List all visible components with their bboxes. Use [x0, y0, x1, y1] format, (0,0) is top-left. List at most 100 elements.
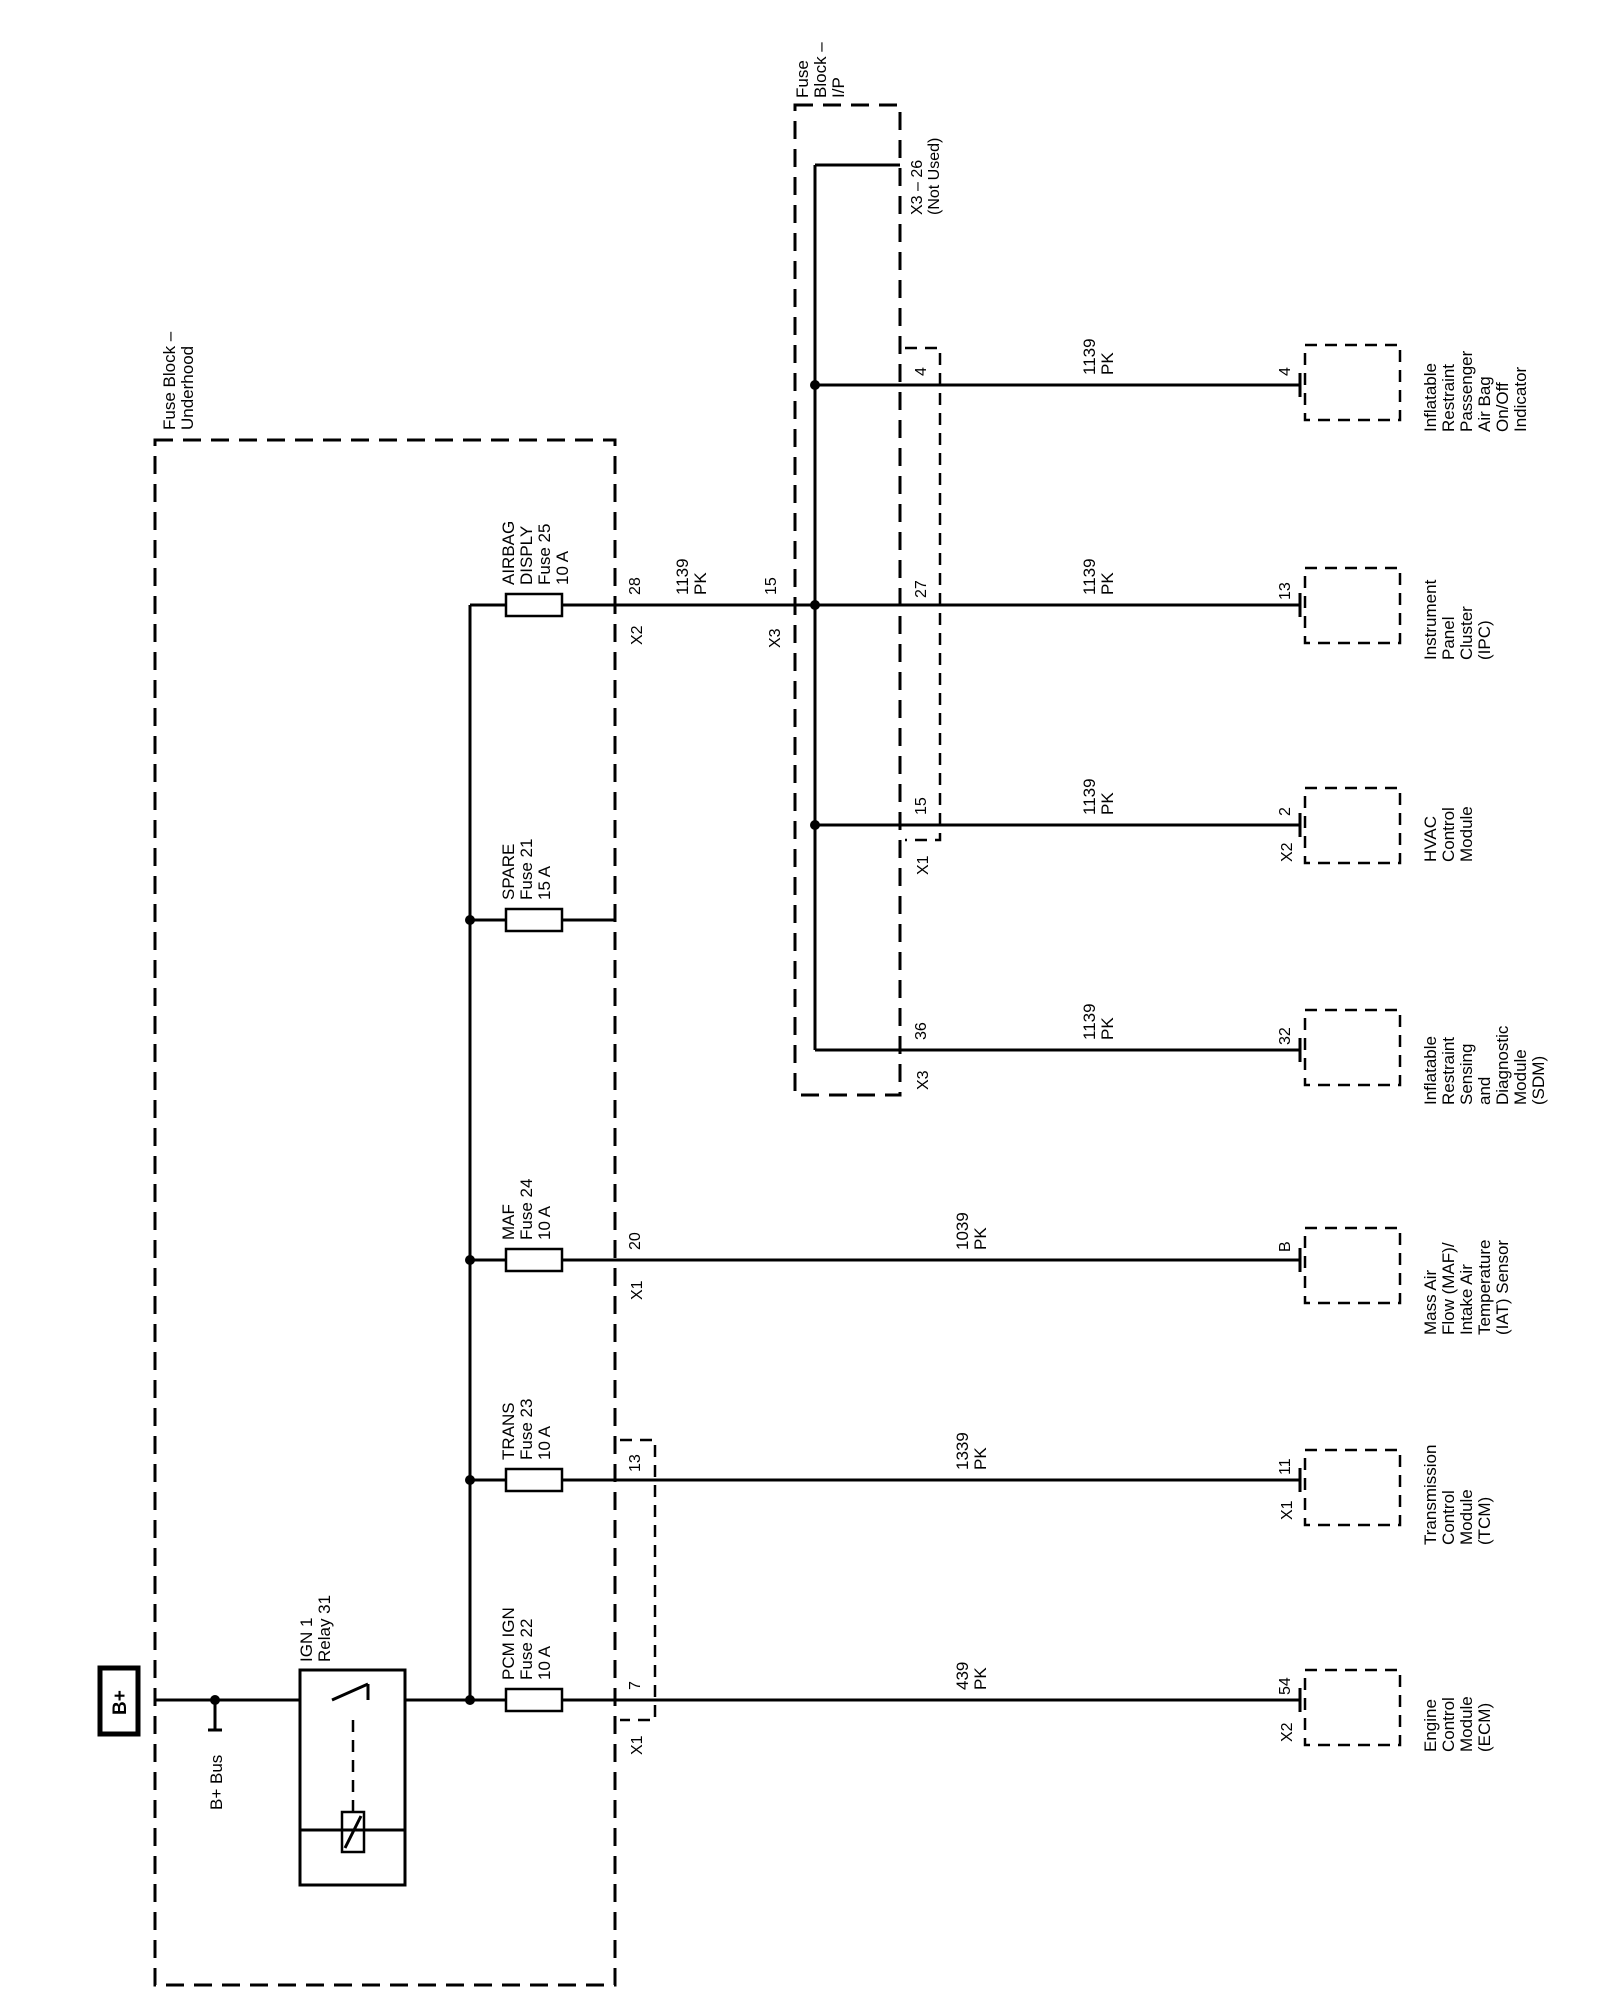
svg-text:Fuse: Fuse	[793, 60, 812, 98]
module-passenger-airbag-indicator: 4 Inflatable Restraint Passenger Air Bag…	[1277, 343, 1530, 432]
svg-text:Control: Control	[1439, 1697, 1458, 1752]
relay-label: IGN 1 Relay 31	[297, 1595, 334, 1662]
svg-text:13: 13	[627, 1454, 644, 1472]
module-ecm: 54 X2 Engine Control Module (ECM)	[1277, 1668, 1494, 1752]
svg-text:Fuse Block –: Fuse Block –	[160, 331, 179, 430]
pin-7: 7	[627, 1681, 644, 1690]
svg-text:AIRBAG: AIRBAG	[499, 521, 518, 585]
fuse-22-label: PCM IGN Fuse 22 10 A	[499, 1607, 554, 1680]
svg-text:7: 7	[627, 1681, 644, 1690]
svg-text:PK: PK	[971, 1447, 990, 1470]
fuse-24-label: MAF Fuse 24 10 A	[499, 1179, 554, 1240]
connector-x1-maf: X1	[629, 1280, 646, 1300]
module-maf-iat-sensor: B Mass Air Flow (MAF)/ Intake Air Temper…	[1277, 1226, 1512, 1335]
module-hvac-control: 2 X2 HVAC Control Module	[1277, 786, 1476, 865]
svg-text:2: 2	[1277, 807, 1294, 816]
ip-subconnector-outline	[905, 346, 942, 842]
svg-text:X2: X2	[1279, 842, 1296, 862]
svg-text:PK: PK	[971, 1227, 990, 1250]
ip-connector-x3: X3	[915, 1070, 932, 1090]
svg-text:Temperature: Temperature	[1475, 1240, 1494, 1335]
wire-label-pab: 1139 PK	[1080, 338, 1117, 375]
ip-input-connector-x3: X3	[767, 628, 784, 648]
svg-text:Control: Control	[1439, 1490, 1458, 1545]
wire-label-feed: 1139 PK	[673, 558, 710, 595]
svg-text:32: 32	[1277, 1027, 1294, 1045]
svg-text:15: 15	[913, 797, 930, 815]
b-plus-bus-label: B+ Bus	[207, 1755, 226, 1810]
svg-text:Inflatable: Inflatable	[1421, 363, 1440, 432]
svg-text:PK: PK	[971, 1667, 990, 1690]
connector-x1-pcm: X1	[629, 1735, 646, 1755]
svg-text:DISPLY: DISPLY	[517, 526, 536, 585]
fuse-block-underhood-outline	[153, 438, 617, 1987]
connector-x2-airbag: X2	[629, 625, 646, 645]
svg-text:Fuse 24: Fuse 24	[517, 1179, 536, 1240]
svg-text:Relay 31: Relay 31	[315, 1595, 334, 1662]
svg-text:Panel: Panel	[1439, 617, 1458, 660]
fuse-25-label: AIRBAG DISPLY Fuse 25 10 A	[499, 521, 572, 585]
svg-text:1039: 1039	[953, 1212, 972, 1250]
fuse-block-underhood-title: Fuse Block – Underhood	[160, 331, 197, 430]
svg-text:Control: Control	[1439, 807, 1458, 862]
svg-text:15: 15	[763, 577, 780, 595]
svg-text:Engine: Engine	[1421, 1699, 1440, 1752]
svg-text:(TCM): (TCM)	[1475, 1497, 1494, 1545]
svg-text:10 A: 10 A	[553, 550, 572, 585]
ip-pin-27: 27	[913, 580, 930, 598]
svg-text:13: 13	[1277, 582, 1294, 600]
svg-text:I/P: I/P	[829, 77, 848, 98]
module-instrument-panel-cluster: 13 Instrument Panel Cluster (IPC)	[1277, 566, 1494, 660]
svg-text:Underhood: Underhood	[178, 346, 197, 430]
svg-text:Module: Module	[1511, 1049, 1530, 1105]
wire-label-hvac: 1139 PK	[1080, 778, 1117, 815]
svg-text:X3: X3	[915, 1070, 932, 1090]
svg-text:PK: PK	[1098, 572, 1117, 595]
ip-pin-15: 15	[913, 797, 930, 815]
svg-text:X2: X2	[629, 625, 646, 645]
fuse-23-label: TRANS Fuse 23 10 A	[499, 1399, 554, 1460]
svg-text:Mass Air: Mass Air	[1421, 1269, 1440, 1335]
pin-20: 20	[627, 1232, 644, 1250]
svg-text:X1: X1	[629, 1280, 646, 1300]
svg-text:B: B	[1277, 1241, 1294, 1252]
svg-text:1139: 1139	[673, 558, 692, 595]
svg-text:(SDM): (SDM)	[1529, 1056, 1548, 1105]
svg-text:10 A: 10 A	[535, 1425, 554, 1460]
svg-text:HVAC: HVAC	[1421, 816, 1440, 862]
svg-text:Intake Air: Intake Air	[1457, 1264, 1476, 1335]
svg-text:X3 – 26: X3 – 26	[909, 160, 926, 215]
fuse-23-icon	[504, 1467, 564, 1493]
svg-text:Cluster: Cluster	[1457, 606, 1476, 660]
svg-text:PCM IGN: PCM IGN	[499, 1607, 518, 1680]
module-tcm: 11 X1 Transmission Control Module (TCM)	[1277, 1445, 1494, 1545]
svg-text:X1: X1	[915, 855, 932, 875]
fuse-24-icon	[504, 1247, 564, 1273]
svg-text:Indicator: Indicator	[1511, 366, 1530, 432]
svg-text:Fuse 25: Fuse 25	[535, 524, 554, 585]
svg-text:Module: Module	[1457, 1489, 1476, 1545]
svg-text:IGN 1: IGN 1	[297, 1618, 316, 1662]
svg-text:1139: 1139	[1080, 338, 1099, 375]
svg-text:439: 439	[953, 1662, 972, 1690]
svg-text:36: 36	[913, 1022, 930, 1040]
fuse-21-label: SPARE Fuse 21 15 A	[499, 839, 554, 900]
svg-text:1139: 1139	[1080, 1003, 1099, 1040]
relay-coil-slash	[343, 1815, 363, 1849]
svg-text:Instrument: Instrument	[1421, 579, 1440, 660]
svg-text:27: 27	[913, 580, 930, 598]
pin-28: 28	[627, 577, 644, 595]
svg-text:1139: 1139	[1080, 558, 1099, 595]
svg-text:Air Bag: Air Bag	[1475, 376, 1494, 432]
svg-text:Fuse 21: Fuse 21	[517, 839, 536, 900]
fuse-22-icon	[504, 1687, 564, 1713]
underhood-subconnector-outline	[620, 1438, 657, 1722]
module-sdm: 32 Inflatable Restraint Sensing and Diag…	[1277, 1008, 1548, 1105]
svg-text:10 A: 10 A	[535, 1205, 554, 1240]
svg-text:11: 11	[1277, 1458, 1294, 1475]
svg-text:Fuse 23: Fuse 23	[517, 1399, 536, 1460]
svg-text:Diagnostic: Diagnostic	[1493, 1025, 1512, 1105]
wire-label-sdm: 1139 PK	[1080, 1003, 1117, 1040]
svg-text:20: 20	[627, 1232, 644, 1250]
